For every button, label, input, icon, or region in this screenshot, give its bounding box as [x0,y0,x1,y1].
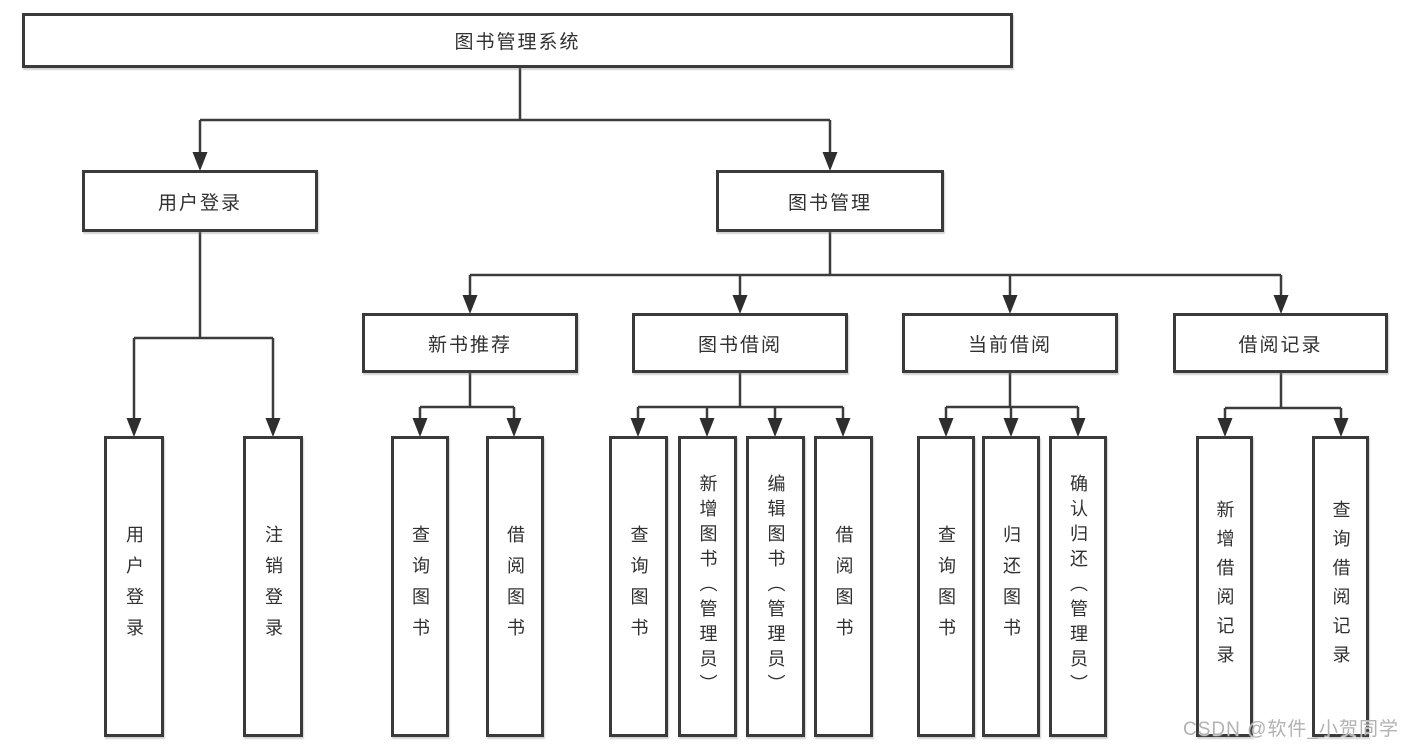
node-leaf-confirm-return-admin: 确认归还（管理员） [1049,436,1107,737]
connector-book-borrowing [636,373,845,419]
node-library-management-system: 图书管理系统 [22,13,1013,68]
node-leaf-query-books-recommend: 查询图书 [391,436,449,737]
connector-book-management [468,232,1283,296]
node-leaf-logout: 注销登录 [243,436,303,737]
node-leaf-add-books-admin: 新增图书（管理员） [678,436,737,737]
connector-user-login [132,232,275,418]
node-user-login: 用户登录 [82,170,318,232]
node-leaf-borrow-books-recommend: 借阅图书 [486,436,544,737]
node-new-book-recommendation: 新书推荐 [362,313,578,373]
node-book-borrowing: 图书借阅 [632,313,848,373]
node-leaf-edit-books-admin: 编辑图书（管理员） [746,436,805,737]
node-leaf-borrow-books: 借阅图书 [814,436,873,737]
connector-current-borrowing [944,373,1080,419]
connector-new-book [418,373,516,419]
node-leaf-query-borrow-record: 查询借阅记录 [1312,436,1369,737]
node-current-borrowing: 当前借阅 [902,313,1118,373]
connector-root [198,68,832,153]
node-leaf-return-books: 归还图书 [982,436,1040,737]
node-leaf-user-login: 用户登录 [104,436,164,737]
node-book-management: 图书管理 [716,170,944,232]
node-leaf-query-books-current: 查询图书 [917,436,975,737]
node-leaf-add-borrow-record: 新增借阅记录 [1196,436,1253,737]
node-borrowing-records: 借阅记录 [1173,313,1388,373]
arrow-down-icons [126,152,1349,437]
connector-borrow-records [1223,373,1343,419]
node-leaf-query-books-borrowing: 查询图书 [609,436,668,737]
csdn-watermark: CSDN @软件_小贺同学 [1183,719,1399,740]
